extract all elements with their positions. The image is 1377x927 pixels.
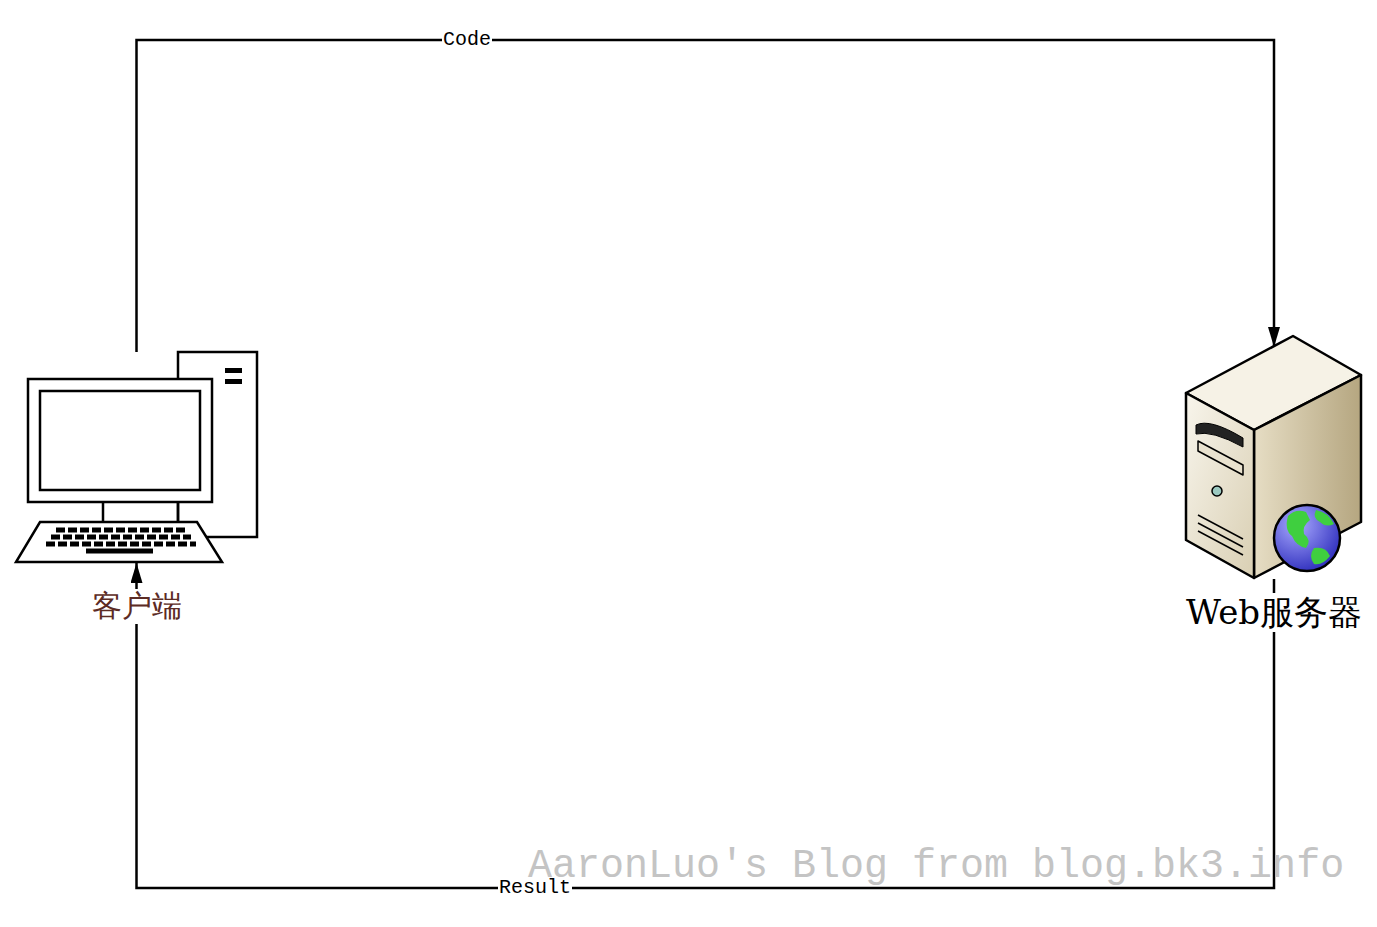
globe-land bbox=[1287, 511, 1310, 548]
server-icon bbox=[1176, 326, 1376, 590]
monitor-screen bbox=[40, 391, 200, 490]
server-node: Web服务器 bbox=[1186, 347, 1362, 579]
server-front bbox=[1186, 393, 1254, 578]
power-button bbox=[1212, 486, 1222, 496]
node-label: Web服务器 bbox=[1182, 593, 1366, 632]
keyboard-spacebar bbox=[86, 549, 153, 554]
monitor-frame bbox=[28, 379, 212, 502]
keyboard-keys bbox=[56, 528, 186, 533]
client-node: 客户端 bbox=[15, 352, 258, 563]
node-label: 客户端 bbox=[88, 589, 186, 624]
computer-icon bbox=[16, 352, 257, 562]
globe-land bbox=[1311, 548, 1330, 565]
globe-land bbox=[1315, 510, 1334, 526]
drive-slot bbox=[1198, 441, 1243, 475]
monitor-stand bbox=[102, 502, 105, 522]
server-side bbox=[1254, 375, 1361, 578]
tower-slot bbox=[225, 379, 242, 384]
edge-label: Code bbox=[442, 29, 492, 51]
node-label: Web服务器 bbox=[1182, 593, 1366, 632]
watermark: AaronLuo's Blog from blog.bk3.info bbox=[528, 848, 1344, 886]
keyboard-keys bbox=[46, 542, 196, 547]
connector-arrow bbox=[137, 563, 1275, 888]
vent-line bbox=[1198, 531, 1243, 555]
monitor-stand bbox=[177, 502, 180, 522]
edge-label: Code bbox=[442, 29, 492, 51]
node-label: 客户端 bbox=[88, 589, 186, 624]
tower-slot bbox=[225, 368, 242, 373]
connector-arrow bbox=[137, 40, 1275, 352]
keyboard bbox=[16, 522, 222, 562]
watermark: AaronLuo's Blog from blog.bk3.info bbox=[528, 848, 1344, 886]
server-icon bbox=[1186, 336, 1361, 578]
computer-icon bbox=[0, 340, 270, 580]
keyboard-keys bbox=[51, 535, 191, 540]
globe bbox=[1274, 505, 1340, 571]
